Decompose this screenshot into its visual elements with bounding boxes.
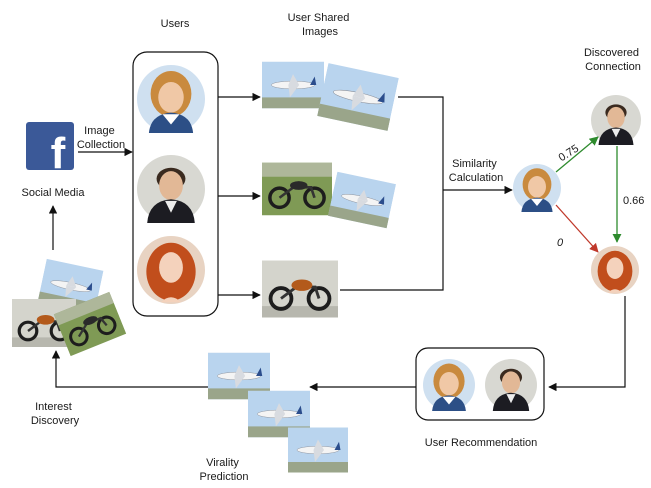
similarity-line-1: Similarity [452, 158, 497, 170]
image-collection-line-2: Collection [77, 139, 125, 151]
edge-to-interest [51, 350, 208, 388]
shared-photo-bike-1 [262, 163, 332, 216]
edge-to-recommendation [548, 296, 626, 392]
user-avatar-1 [137, 65, 205, 133]
shared-photo-plane-2 [316, 62, 400, 132]
user-avatar-2 [137, 155, 205, 223]
virality-line-1: Virality [206, 457, 239, 469]
user-recommendation-label: User Recommendation [425, 437, 538, 449]
recommend-avatar-2 [485, 359, 537, 411]
node-blonde-avatar [513, 164, 561, 212]
svg-text:f: f [51, 129, 66, 178]
users-label: Users [161, 18, 190, 30]
recommend-avatar-1 [423, 359, 475, 411]
edge-green-1 [555, 136, 599, 173]
virality-prediction-label: Virality Prediction [200, 457, 249, 483]
virality-line-2: Prediction [200, 471, 249, 483]
shared-images-line-2: Images [302, 26, 339, 38]
node-red-avatar [591, 246, 639, 294]
interest-line-2: Discovery [31, 415, 80, 427]
image-collection-line-1: Image [84, 125, 115, 137]
shared-photo-bike-2 [262, 261, 338, 318]
discovered-line-1: Discovered [584, 47, 639, 59]
discovered-line-2: Connection [585, 61, 641, 73]
edge-red [555, 204, 599, 253]
interest-line-1: Interest [35, 401, 72, 413]
shared-photo-plane-3 [327, 171, 397, 229]
user-avatar-3 [137, 236, 205, 304]
node-man-avatar [591, 95, 641, 145]
facebook-icon: f [26, 122, 74, 178]
similarity-label: Similarity Calculation [449, 158, 503, 184]
weight-label-066: 0.66 [623, 195, 644, 207]
bracket-images-to-similarity [340, 96, 444, 291]
interest-discovery-label: Interest Discovery [31, 401, 80, 427]
virality-photo-3 [288, 426, 348, 474]
shared-images-line-1: User Shared [288, 12, 350, 24]
social-media-label: Social Media [22, 187, 86, 199]
discovered-connection-label: Discovered Connection [584, 47, 642, 73]
image-collection-label: Image Collection [77, 125, 125, 151]
shared-photo-plane-1 [262, 61, 324, 109]
similarity-line-2: Calculation [449, 172, 503, 184]
shared-images-label: User Shared Images [288, 12, 353, 38]
weight-label-0: 0 [557, 237, 564, 249]
